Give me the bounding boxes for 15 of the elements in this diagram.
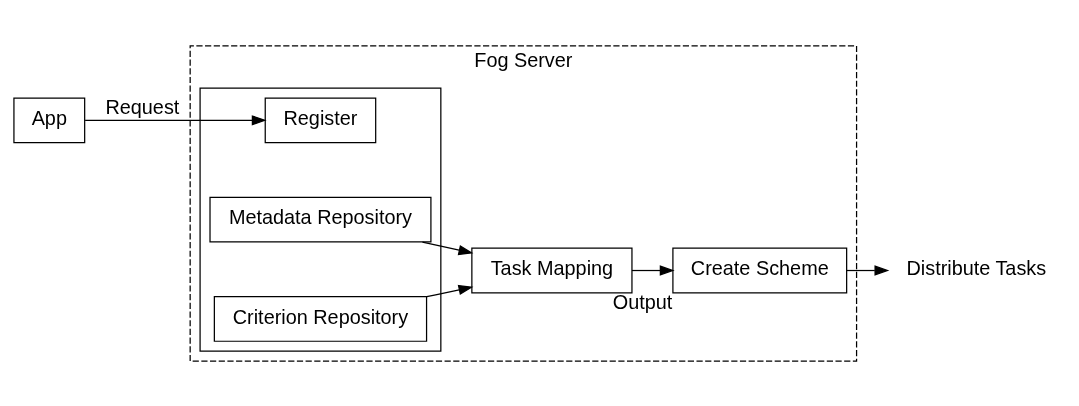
- node-box: Create Scheme: [672, 247, 848, 293]
- node-box: App: [13, 96, 86, 143]
- node-box: Criterion Repository: [213, 295, 428, 342]
- arrow: [426, 284, 474, 297]
- arrow: [631, 264, 675, 276]
- cluster: [199, 86, 442, 352]
- arrow: [421, 240, 474, 255]
- arrow: [846, 264, 890, 276]
- node-box: Metadata Repository: [209, 196, 432, 243]
- node-box: Task Mapping: [471, 247, 633, 293]
- node-text: Distribute Tasks: [906, 256, 1047, 279]
- edge-label: Request: [105, 95, 180, 118]
- node-box: Register: [264, 96, 377, 143]
- arrow: [84, 114, 267, 126]
- node-label: Output: [612, 290, 673, 313]
